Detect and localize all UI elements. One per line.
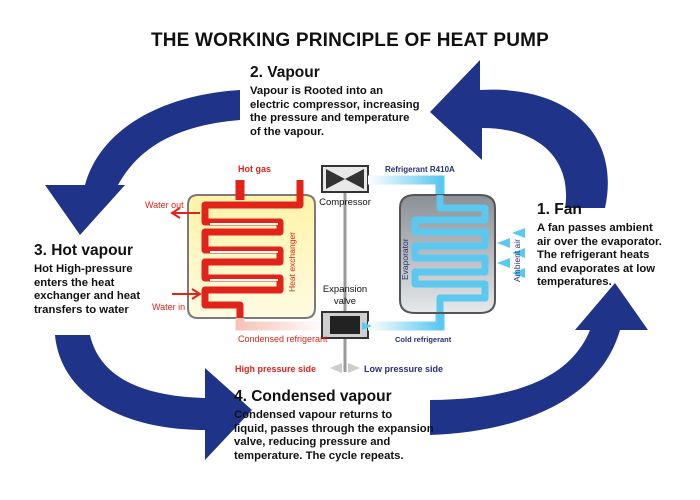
expansion-valve-label-2: valve [334,296,356,307]
heat-exchanger-label: Heat exchanger [287,232,297,292]
water-out-label: Water out [145,200,184,210]
hot-coil [201,180,304,320]
expansion-valve-label-1: Expansion [323,284,367,295]
ambient-air-arrows [497,228,525,278]
cycle-arrow-bottom-left [55,335,252,460]
water-out-arrow [170,207,200,219]
condensed-refrigerant-label: Condensed refrigerant [238,334,328,344]
step-vapour-line: of the vapour. [250,125,325,138]
page-title: THE WORKING PRINCIPLE OF HEAT PUMP [150,30,550,51]
step-fan-line: The refrigerant heats [537,249,650,261]
cycle-arrow-left [45,90,240,235]
step-vapour-line: electric compressor, increasing [250,98,420,111]
water-in-label: Water in [152,302,185,312]
step-fan: 1. Fan A fan passes ambient air over the… [537,201,697,290]
cold-refrigerant-label: Cold refrigerant [395,335,452,344]
step-vapour-line: the pressure and temperature [250,112,410,124]
step-hot-vapour: 3. Hot vapour Hot High-pressure enters t… [34,242,184,317]
step-condensed: 4. Condensed vapour Condensed vapour ret… [234,388,474,463]
condensed-pipe [235,318,325,331]
expansion-valve [321,311,369,339]
step-fan-line: and evaporates at low [537,262,656,275]
evaporator-label: Evaporator [400,238,410,280]
step-fan-heading: 1. Fan [537,201,582,218]
step-condensed-line: Condensed vapour returns to [234,409,393,421]
refrigerant-pipe [368,175,445,195]
step-condensed-line: liquid, passes through the expansion [234,422,434,435]
refrigerant-label: Refrigerant R410A [385,165,455,174]
cold-coil [411,195,489,312]
ambient-air-label: Ambient air [512,239,522,282]
low-pressure-label: Low pressure side [364,364,443,374]
high-pressure-arrow [330,363,342,373]
hot-gas-label: Hot gas [238,164,271,174]
water-in-arrow [172,288,202,300]
high-pressure-label: High pressure side [235,364,316,374]
step-hot-vapour-heading: 3. Hot vapour [34,242,134,259]
step-vapour-line: Vapour is Rooted into an [250,85,384,97]
step-hot-vapour-line: exchanger and heat [34,290,141,302]
step-fan-line: temperatures. [537,276,612,288]
cycle-arrow-top-right [430,60,608,208]
step-condensed-line: valve, reducing pressure and [234,436,391,448]
step-vapour: 2. Vapour Vapour is Rooted into an elect… [250,64,450,139]
step-condensed-heading: 4. Condensed vapour [234,388,392,405]
cycle-arrow-right [430,283,648,435]
step-vapour-heading: 2. Vapour [250,64,320,81]
step-fan-line: air over the evaporator. [537,235,662,248]
cold-pipe [368,312,445,331]
compressor-label: Compressor [319,197,371,208]
step-fan-line: A fan passes ambient [537,222,653,234]
step-hot-vapour-line: transfers to water [34,303,129,316]
step-condensed-line: temperature. The cycle repeats. [234,449,404,462]
low-pressure-arrow [348,363,360,373]
compressor [321,165,369,193]
step-hot-vapour-line: Hot High-pressure [34,263,133,275]
step-hot-vapour-line: enters the heat [34,276,115,289]
